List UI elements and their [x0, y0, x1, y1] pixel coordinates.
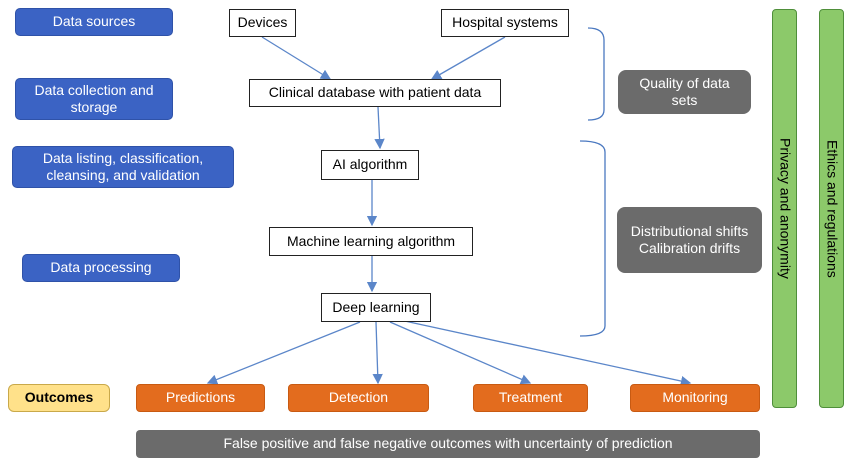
- outcome-predictions-label: Predictions: [165, 389, 236, 406]
- node-ai-algorithm: AI algorithm: [321, 150, 419, 180]
- node-ml-algorithm-label: Machine learning algorithm: [286, 232, 456, 249]
- stage-data-processing-label: Data processing: [50, 259, 152, 276]
- arrow-dl-to-predictions: [206, 321, 361, 385]
- node-ai-algorithm-label: AI algorithm: [332, 156, 408, 173]
- footer-banner: False positive and false negative outcom…: [136, 430, 760, 458]
- outcome-monitoring-label: Monitoring: [662, 389, 728, 406]
- arrow-dl-to-detection: [372, 321, 383, 385]
- arrow-dl-to-monitoring: [399, 319, 692, 387]
- arrow-devices-to-database: [261, 36, 332, 80]
- arrow-database-to-ai: [374, 106, 385, 150]
- concern-quality-label: Quality of data sets: [639, 74, 730, 109]
- outcome-detection: Detection: [288, 384, 429, 412]
- node-clinical-database-label: Clinical database with patient data: [268, 84, 482, 101]
- node-deep-learning: Deep learning: [321, 293, 431, 322]
- node-clinical-database: Clinical database with patient data: [249, 79, 501, 107]
- arrow-dl-to-treatment: [389, 321, 532, 385]
- outcome-treatment-label: Treatment: [498, 389, 563, 406]
- stage-data-collection: Data collection and storage: [15, 78, 173, 120]
- stage-outcomes-label: Outcomes: [24, 389, 94, 406]
- stage-data-listing: Data listing, classification, cleansing,…: [12, 146, 234, 188]
- bar-ethics: Ethics and regulations: [819, 9, 844, 408]
- stage-data-processing: Data processing: [22, 254, 180, 282]
- footer-label: False positive and false negative outcom…: [223, 435, 673, 452]
- node-devices-label: Devices: [237, 14, 288, 31]
- bracket-quality: [587, 27, 605, 121]
- stage-data-collection-label: Data collection and storage: [34, 81, 154, 116]
- outcome-predictions: Predictions: [136, 384, 265, 412]
- stage-data-sources: Data sources: [15, 8, 173, 36]
- bracket-shifts: [579, 140, 606, 337]
- stage-data-sources-label: Data sources: [52, 13, 136, 30]
- node-ml-algorithm: Machine learning algorithm: [269, 227, 473, 256]
- node-hospital-systems: Hospital systems: [441, 9, 569, 37]
- stage-outcomes: Outcomes: [8, 384, 110, 412]
- node-hospital-systems-label: Hospital systems: [452, 14, 558, 31]
- bar-ethics-label: Ethics and regulations: [824, 139, 841, 278]
- concern-shifts: Distributional shifts Calibration drifts: [617, 207, 762, 273]
- concern-quality: Quality of data sets: [618, 70, 751, 114]
- outcome-monitoring: Monitoring: [630, 384, 760, 412]
- concern-shifts-label: Distributional shifts Calibration drifts: [630, 222, 749, 257]
- arrow-hospital-to-database: [430, 36, 506, 80]
- node-devices: Devices: [229, 9, 296, 37]
- node-deep-learning-label: Deep learning: [332, 298, 420, 315]
- stage-data-listing-label: Data listing, classification, cleansing,…: [42, 149, 204, 184]
- bar-privacy-label: Privacy and anonymity: [777, 138, 794, 279]
- outcome-treatment: Treatment: [473, 384, 588, 412]
- bar-privacy: Privacy and anonymity: [772, 9, 797, 408]
- outcome-detection-label: Detection: [328, 389, 389, 406]
